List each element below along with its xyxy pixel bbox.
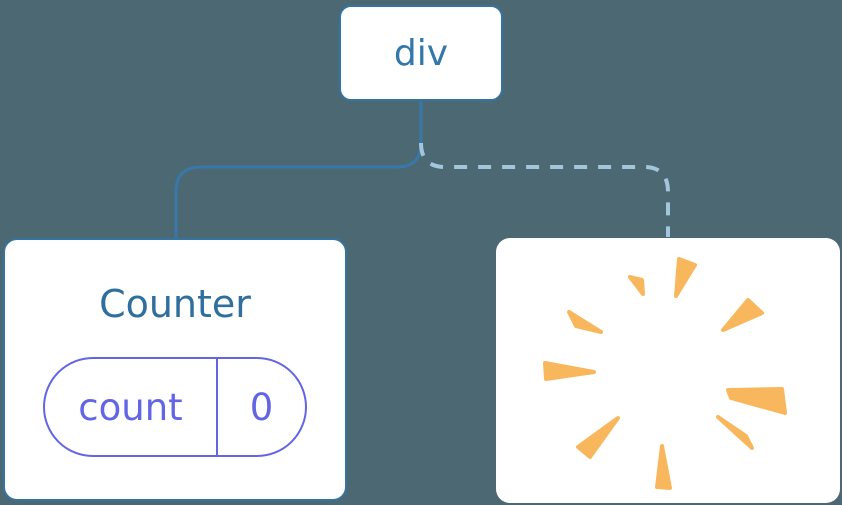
node-counter: Counter count 0 [3,238,347,501]
poof-ray [567,310,603,334]
poof-ray [543,361,596,381]
state-key-label: count [78,385,183,429]
state-pill-divider [216,359,218,455]
poof-ray [576,416,620,459]
edge-solid [174,101,423,238]
poof-ray [628,275,645,296]
poof-ray [721,298,764,332]
poof-ray [726,387,787,415]
edge-dashed [419,142,670,237]
node-div-label: div [393,32,449,74]
poof-icon [543,257,787,490]
node-counter-title: Counter [99,282,251,326]
state-value-label: 0 [249,385,274,429]
poof-ray [716,415,754,450]
poof-ray [674,257,697,298]
state-pill: count 0 [43,357,307,457]
poof-ray [655,444,672,490]
node-div: div [339,5,503,101]
node-removed [496,238,840,503]
